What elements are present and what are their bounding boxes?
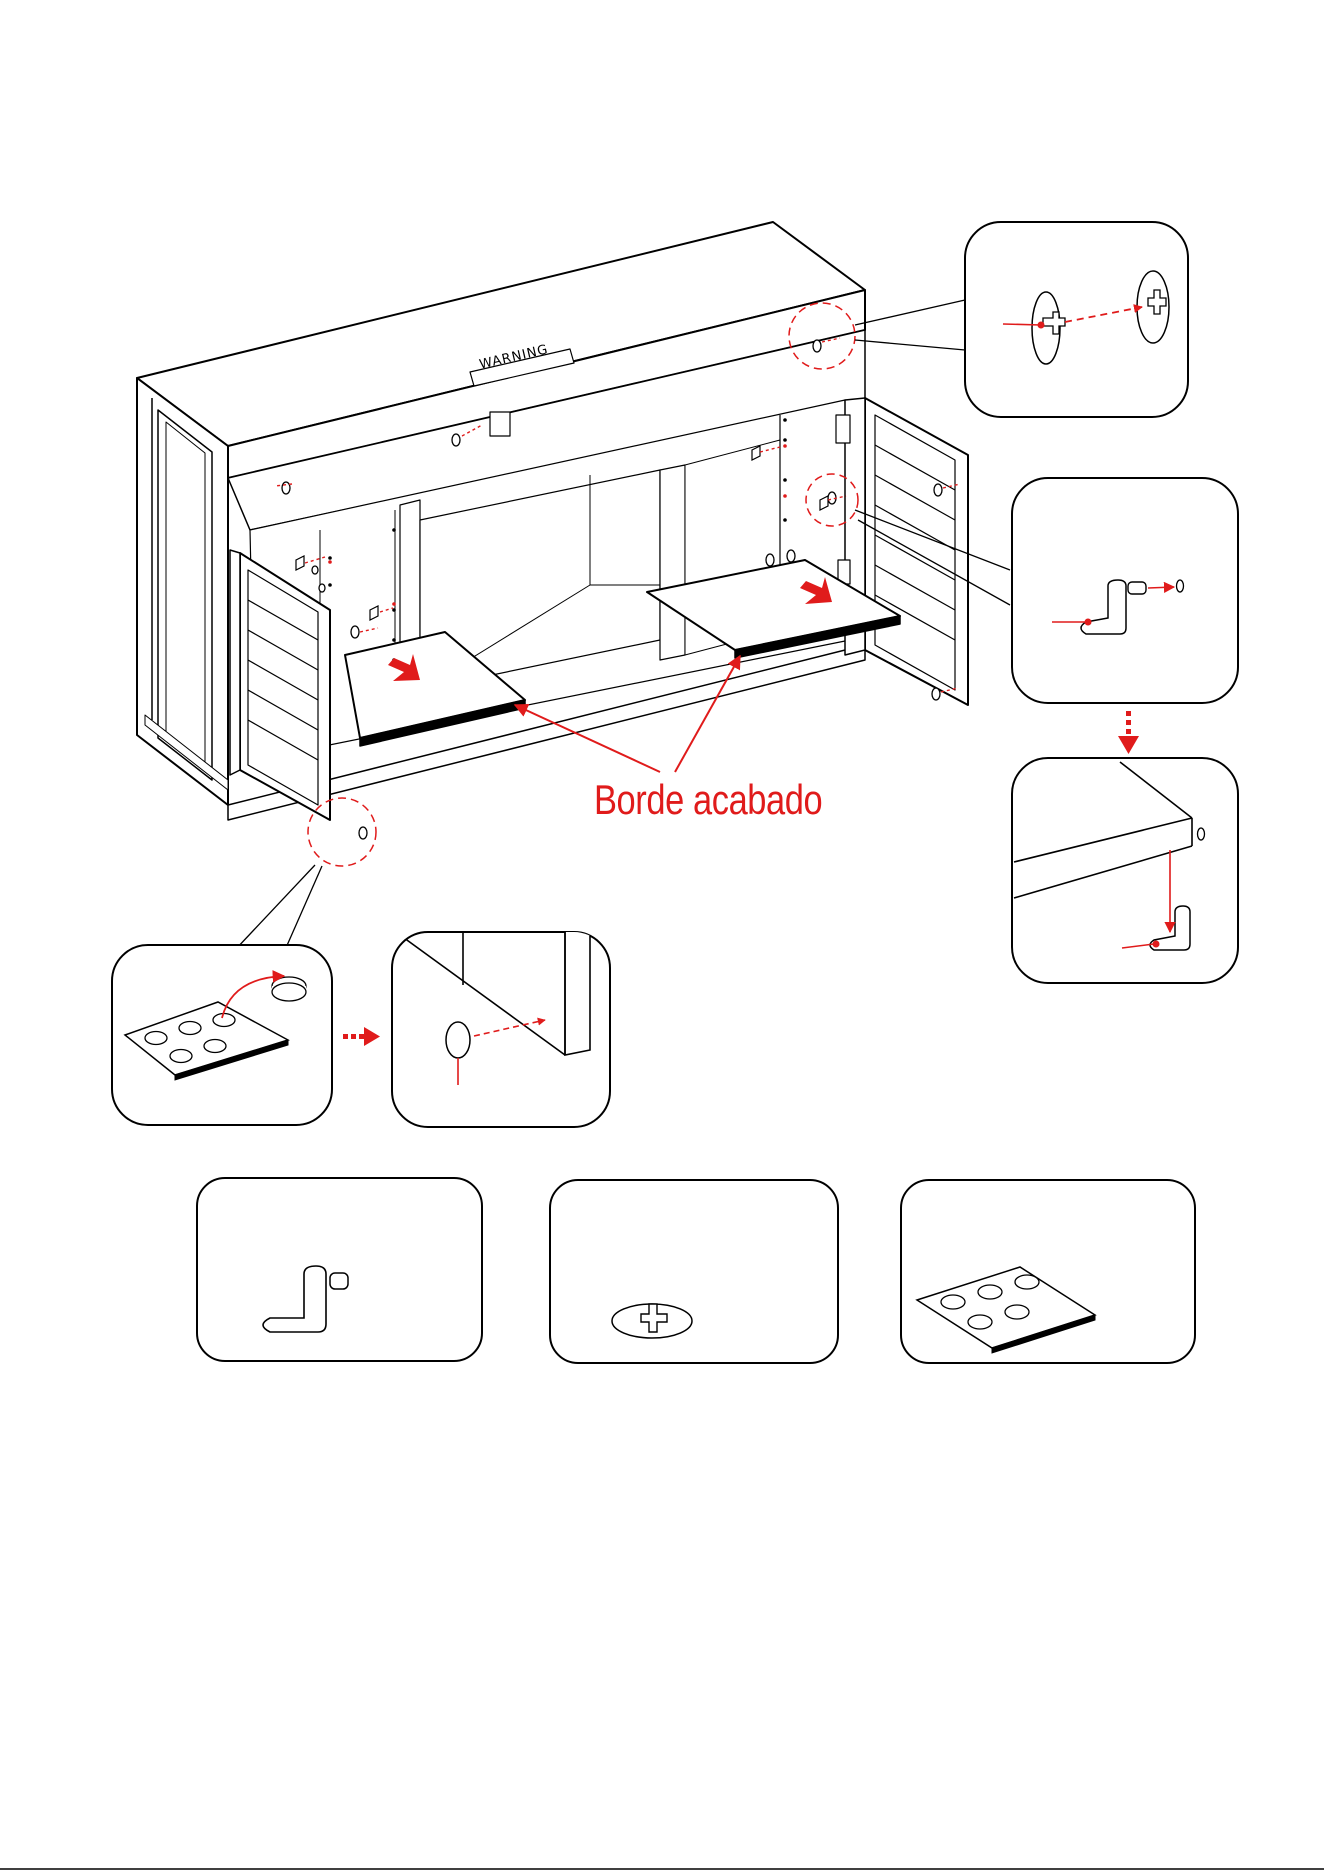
callout-peel-pad xyxy=(112,945,332,1125)
sideboard-cabinet xyxy=(137,222,968,820)
callout-cross-dowel xyxy=(965,222,1188,417)
callout-pad-on-door xyxy=(392,930,610,1127)
finished-edge-label: Borde acabado xyxy=(594,776,822,824)
callout-shelf-on-pin xyxy=(1012,758,1238,983)
part-panel-pad-sheet xyxy=(901,1180,1195,1363)
part-panel-cross-dowel xyxy=(550,1180,838,1363)
part-panel-shelf-pin xyxy=(197,1178,482,1361)
callout-shelf-pin xyxy=(1012,478,1238,703)
